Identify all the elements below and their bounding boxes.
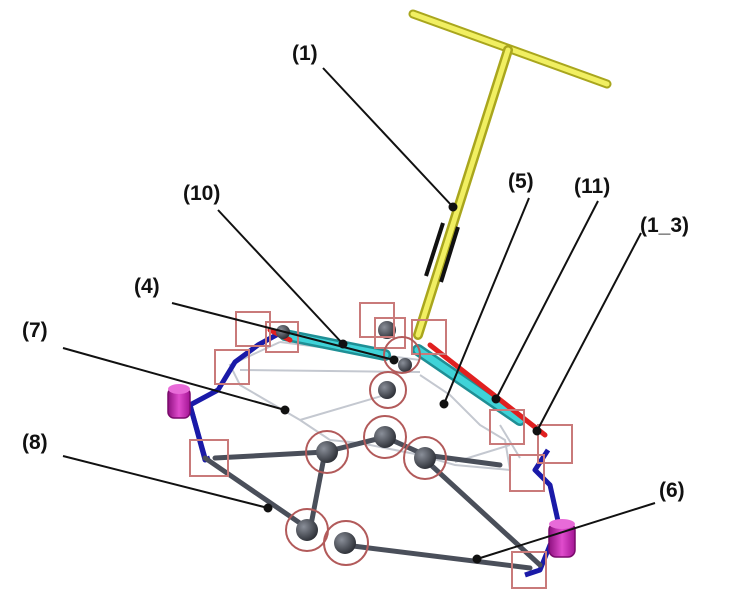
ball-joints bbox=[276, 321, 436, 554]
revolute-joint-markers bbox=[189, 302, 573, 589]
label-6: (6) bbox=[659, 479, 685, 502]
label-7: (7) bbox=[22, 319, 48, 342]
label-4: (4) bbox=[134, 275, 160, 298]
label-11: (11) bbox=[574, 175, 610, 198]
t-handle bbox=[408, 9, 612, 340]
wheel-right bbox=[548, 519, 576, 558]
label-5: (5) bbox=[508, 170, 534, 193]
label-10: (10) bbox=[183, 182, 220, 205]
cyan-red-bars bbox=[267, 327, 548, 438]
label-8: (8) bbox=[22, 431, 48, 454]
label-1: (1) bbox=[292, 42, 318, 65]
handle-spring-mark bbox=[439, 226, 460, 283]
gray-linkage bbox=[202, 434, 543, 571]
leader-lines bbox=[62, 67, 656, 564]
handle-shaft-highlight bbox=[415, 47, 511, 338]
spherical-joint-markers bbox=[285, 336, 447, 566]
handle-spring-mark bbox=[424, 222, 445, 277]
label-1-3: (1_3) bbox=[640, 214, 689, 237]
wheel-left bbox=[167, 384, 191, 419]
